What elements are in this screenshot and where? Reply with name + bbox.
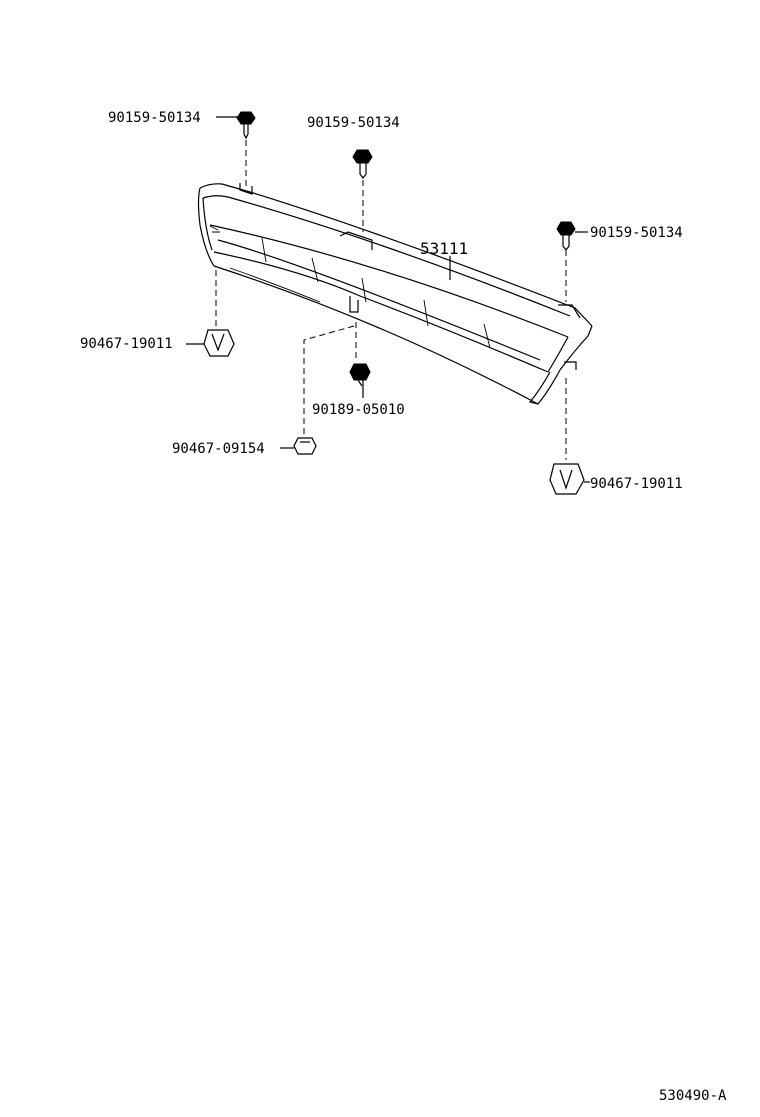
- main-part-number: 53111: [420, 239, 468, 258]
- callout-clip-left: 90467-19011: [80, 336, 173, 352]
- clip-icon: [293, 437, 317, 455]
- callout-screw-right: 90159-50134: [590, 225, 683, 241]
- clip-icon: [203, 329, 235, 357]
- callout-screw-top-center: 90159-50134: [307, 115, 400, 131]
- clip-icon: [349, 363, 371, 387]
- clip-icon: [549, 463, 585, 495]
- callout-clip-center: 90189-05010: [312, 402, 405, 418]
- radiator-grille: [197, 183, 593, 405]
- callout-screw-top-left: 90159-50134: [108, 110, 201, 126]
- screw-icon: [556, 221, 576, 251]
- screw-icon: [352, 149, 373, 179]
- screw-icon: [236, 111, 256, 140]
- callout-clip-right: 90467-19011: [590, 476, 683, 492]
- callout-clip-lower: 90467-09154: [172, 441, 265, 457]
- figure-code: 530490-A: [659, 1088, 727, 1104]
